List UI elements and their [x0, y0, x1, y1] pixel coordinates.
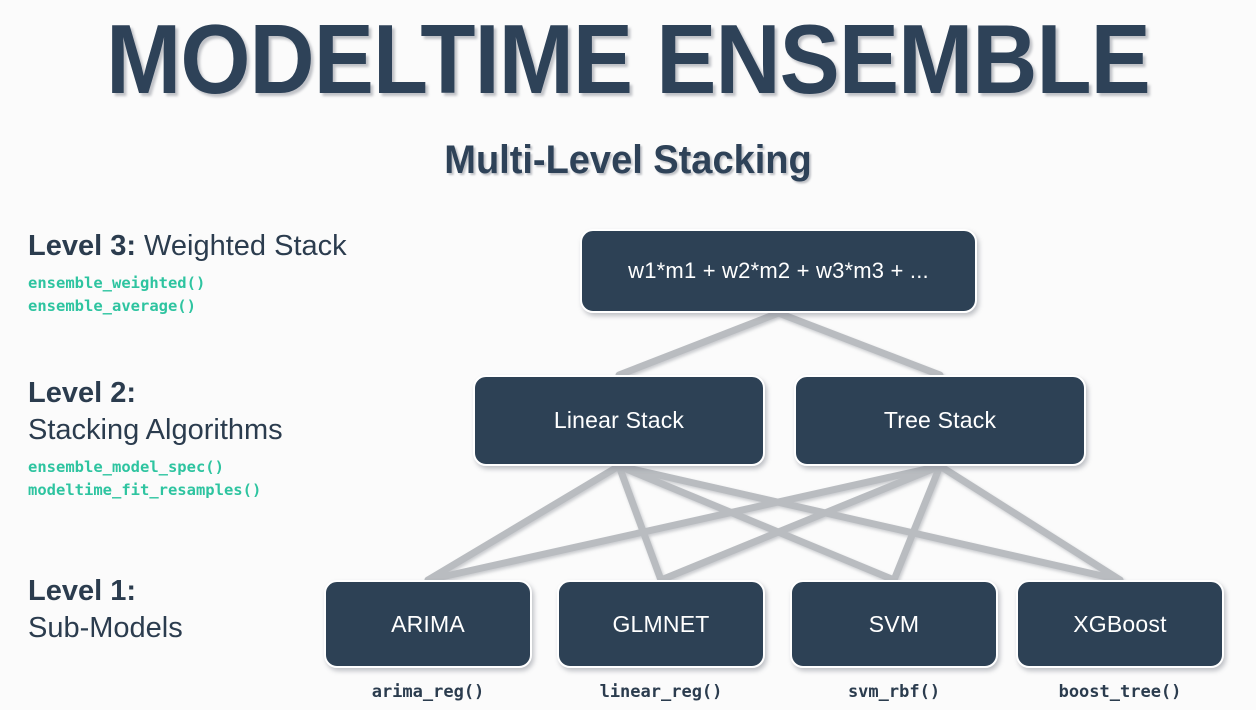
edge-linear-stack-to-glmnet	[615, 462, 665, 584]
function-caption-glmnet: linear_reg()	[599, 682, 723, 702]
node-xgboost[interactable]: XGBoost	[1016, 580, 1224, 668]
edge-tree-stack-to-glmnet	[657, 462, 944, 584]
level-1-heading-second-line: Sub-Models	[28, 612, 183, 645]
level-1-heading-strong: Level 1:	[28, 575, 136, 607]
level-3-heading-rest: Weighted Stack	[136, 230, 347, 262]
node-label: XGBoost	[1073, 610, 1167, 637]
function-caption-arima: arima_reg()	[371, 682, 485, 702]
node-label: ARIMA	[391, 610, 465, 637]
edge-linear-stack-to-svm	[615, 462, 898, 584]
level-2-heading-strong: Level 2:	[28, 377, 136, 409]
level-2-function-list: ensemble_model_spec() modeltime_fit_resa…	[28, 456, 283, 503]
function-name: ensemble_average()	[28, 297, 196, 316]
node-label: w1*m1 + w2*m2 + w3*m3 + ...	[628, 258, 929, 283]
level-3-heading: Level 3: Weighted Stack	[28, 228, 347, 265]
function-name: ensemble_model_spec()	[28, 458, 224, 477]
edge-weighted-stack-to-tree-stack	[775, 309, 944, 379]
function-caption-svm: svm_rbf()	[847, 682, 941, 702]
function-caption-xgboost: boost_tree()	[1058, 682, 1182, 702]
edge-tree-stack-to-arima	[424, 462, 944, 584]
node-weighted-stack[interactable]: w1*m1 + w2*m2 + w3*m3 + ...	[580, 229, 977, 313]
edge-tree-stack-to-xgboost	[936, 462, 1124, 584]
function-name: ensemble_weighted()	[28, 274, 206, 293]
node-label: Linear Stack	[553, 407, 685, 433]
node-label: Tree Stack	[883, 407, 997, 433]
edge-linear-stack-to-arima	[424, 462, 623, 584]
node-label: GLMNET	[612, 610, 710, 637]
level-1-heading: Level 1:	[28, 573, 183, 610]
page-title: MODELTIME ENSEMBLE	[106, 4, 1151, 114]
node-arima[interactable]: ARIMA	[324, 580, 532, 668]
level-3-function-list: ensemble_weighted() ensemble_average()	[28, 272, 347, 319]
level-3-heading-strong: Level 3:	[28, 230, 136, 262]
node-tree-stack[interactable]: Tree Stack	[794, 375, 1086, 466]
level-2-heading: Level 2:	[28, 375, 283, 412]
function-name: modeltime_fit_resamples()	[28, 481, 262, 500]
node-linear-stack[interactable]: Linear Stack	[473, 375, 765, 466]
edge-linear-stack-to-xgboost	[615, 462, 1124, 584]
level-3-label-block: Level 3: Weighted Stack ensemble_weighte…	[28, 228, 347, 319]
level-2-heading-second-line: Stacking Algorithms	[28, 414, 283, 447]
node-label: SVM	[868, 610, 920, 637]
edge-tree-stack-to-svm	[890, 462, 944, 584]
level-1-label-block: Level 1: Sub-Models	[28, 573, 183, 647]
edge-weighted-stack-to-linear-stack	[615, 309, 782, 379]
node-svm[interactable]: SVM	[790, 580, 998, 668]
page-subtitle: Multi-Level Stacking	[444, 138, 812, 182]
node-glmnet[interactable]: GLMNET	[557, 580, 765, 668]
level-2-label-block: Level 2: Stacking Algorithms ensemble_mo…	[28, 375, 283, 503]
